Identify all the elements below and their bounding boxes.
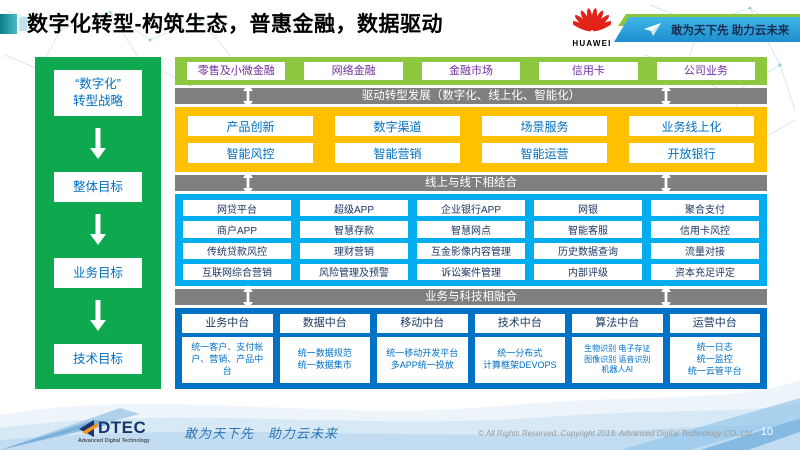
- app-cell: 流量对接: [651, 242, 759, 259]
- capability-cell: 数字渠道: [335, 116, 460, 136]
- double-arrow-icon: [661, 285, 671, 309]
- adtec-subtitle: Advanced Digital Technology: [78, 438, 150, 444]
- business-line-cell: 公司业务: [656, 62, 756, 80]
- capability-cell: 业务线上化: [629, 116, 754, 136]
- capability-cell: 智能营销: [335, 143, 460, 163]
- banner-slogan: 敢为天下先 助力云未来: [671, 24, 790, 37]
- title-accent-bar-small: [19, 17, 27, 31]
- down-arrow-icon: [90, 214, 106, 246]
- app-cell: 互金影像内容管理: [417, 242, 525, 259]
- platform-column: 移动中台 统一移动开发平台 多APP统一投放: [377, 314, 468, 383]
- app-cell: 内部评级: [534, 263, 642, 280]
- app-cell: 互联网综合营销: [183, 263, 291, 280]
- platform-detail: 统一客户、支付帐 户、营销、产品中 台: [182, 337, 273, 383]
- platform-detail: 统一移动开发平台 多APP统一投放: [377, 337, 468, 383]
- platform-column: 运营中台 统一日志 统一监控 统一云管平台: [669, 314, 760, 383]
- app-cell: 风险管理及预警: [300, 263, 408, 280]
- strategy-item: 业务目标: [54, 258, 142, 288]
- app-cell: 商户APP: [183, 221, 291, 238]
- capability-panel: 产品创新 数字渠道 场景服务 业务线上化 智能风控 智能营销 智能运营 开放银行: [175, 107, 767, 172]
- paper-plane-icon: [644, 22, 661, 37]
- business-line-cell: 网络金融: [304, 62, 403, 80]
- platform-detail: 统一日志 统一监控 统一云管平台: [669, 337, 760, 383]
- business-line-cell: 信用卡: [539, 62, 638, 80]
- app-cell: 超级APP: [300, 200, 408, 217]
- strategy-panel: “数字化” 转型战略 整体目标 业务目标 技术目标: [35, 57, 161, 389]
- app-cell: 理财营销: [300, 242, 408, 259]
- platform-title: 算法中台: [572, 314, 663, 333]
- footer-slogan: 敢为天下先 助力云未来: [184, 426, 338, 441]
- drive-transform-bar: 驱动转型发展（数字化、线上化、智能化）: [175, 84, 767, 108]
- app-cell: 传统贷款风控: [183, 242, 291, 259]
- double-arrow-icon: [661, 171, 671, 195]
- double-arrow-icon: [243, 285, 253, 309]
- app-cell: 智慧网点: [417, 221, 525, 238]
- platform-title: 技术中台: [474, 314, 565, 333]
- down-arrow-icon: [90, 300, 106, 332]
- bar-label: 线上与线下相结合: [425, 177, 517, 189]
- platform-column: 数据中台 统一数据规范 统一数据集市: [279, 314, 370, 383]
- application-panel: 网贷平台 超级APP 企业银行APP 网银 聚合支付 商户APP 智慧存款 智慧…: [175, 194, 767, 286]
- platform-title: 业务中台: [182, 314, 273, 333]
- platform-title: 数据中台: [279, 314, 370, 333]
- capability-cell: 开放银行: [629, 143, 754, 163]
- business-lines-row: 零售及小微金融 网络金融 金融市场 信用卡 公司业务: [175, 57, 767, 85]
- page-number: 10: [760, 426, 773, 438]
- bar-label: 驱动转型发展（数字化、线上化、智能化）: [361, 90, 581, 102]
- business-line-cell: 零售及小微金融: [187, 62, 286, 80]
- online-offline-bar: 线上与线下相结合: [175, 171, 767, 195]
- double-arrow-icon: [243, 171, 253, 195]
- platform-column: 技术中台 统一分布式 计算框架DEVOPS: [474, 314, 565, 383]
- capability-cell: 智能运营: [482, 143, 607, 163]
- app-cell: 智慧存款: [300, 221, 408, 238]
- platform-column: 算法中台 生物识别 电子存证 图像识别 语音识别 机器人AI: [572, 314, 663, 383]
- adtec-logo: DTEC Advanced Digital Technology: [78, 418, 168, 445]
- double-arrow-icon: [243, 84, 253, 108]
- tech-fusion-bar: 业务与科技相融合: [175, 285, 767, 309]
- capability-cell: 场景服务: [482, 116, 607, 136]
- platform-title: 运营中台: [669, 314, 760, 333]
- strategy-item: 技术目标: [54, 344, 142, 374]
- app-cell: 网贷平台: [183, 200, 291, 217]
- huawei-flower-icon: [570, 8, 614, 32]
- app-cell: 智能客服: [534, 221, 642, 238]
- header-banner: 敢为天下先 助力云未来: [614, 17, 800, 42]
- adtec-wordmark: DTEC: [98, 418, 147, 437]
- capability-cell: 产品创新: [188, 116, 313, 136]
- down-arrow-icon: [90, 128, 106, 160]
- strategy-item: “数字化” 转型战略: [54, 70, 142, 116]
- business-line-cell: 金融市场: [421, 62, 521, 80]
- app-cell: 网银: [534, 200, 642, 217]
- app-cell: 资本充足评定: [651, 263, 759, 280]
- bar-label: 业务与科技相融合: [425, 291, 517, 303]
- app-cell: 聚合支付: [651, 200, 759, 217]
- platform-panel: 业务中台 统一客户、支付帐 户、营销、产品中 台 数据中台 统一数据规范 统一数…: [175, 308, 767, 389]
- double-arrow-icon: [661, 84, 671, 108]
- app-cell: 诉讼案件管理: [417, 263, 525, 280]
- platform-title: 移动中台: [377, 314, 468, 333]
- huawei-logo: HUAWEI: [566, 4, 618, 48]
- app-cell: 信用卡风控: [651, 221, 759, 238]
- strategy-item: 整体目标: [54, 172, 142, 202]
- platform-detail: 统一数据规范 统一数据集市: [279, 337, 370, 383]
- title-accent-bar: [0, 14, 17, 34]
- copyright-text: © All Rights Reserved. Copyright 2019. A…: [478, 429, 752, 438]
- huawei-wordmark: HUAWEI: [572, 39, 612, 48]
- platform-detail: 统一分布式 计算框架DEVOPS: [474, 337, 565, 383]
- capability-cell: 智能风控: [188, 143, 313, 163]
- page-title: 数字化转型-构筑生态，普惠金融，数据驱动: [27, 13, 443, 36]
- adtec-logo-icon: [79, 419, 97, 437]
- platform-column: 业务中台 统一客户、支付帐 户、营销、产品中 台: [182, 314, 273, 383]
- app-cell: 企业银行APP: [417, 200, 525, 217]
- app-cell: 历史数据查询: [534, 242, 642, 259]
- platform-detail: 生物识别 电子存证 图像识别 语音识别 机器人AI: [572, 337, 663, 383]
